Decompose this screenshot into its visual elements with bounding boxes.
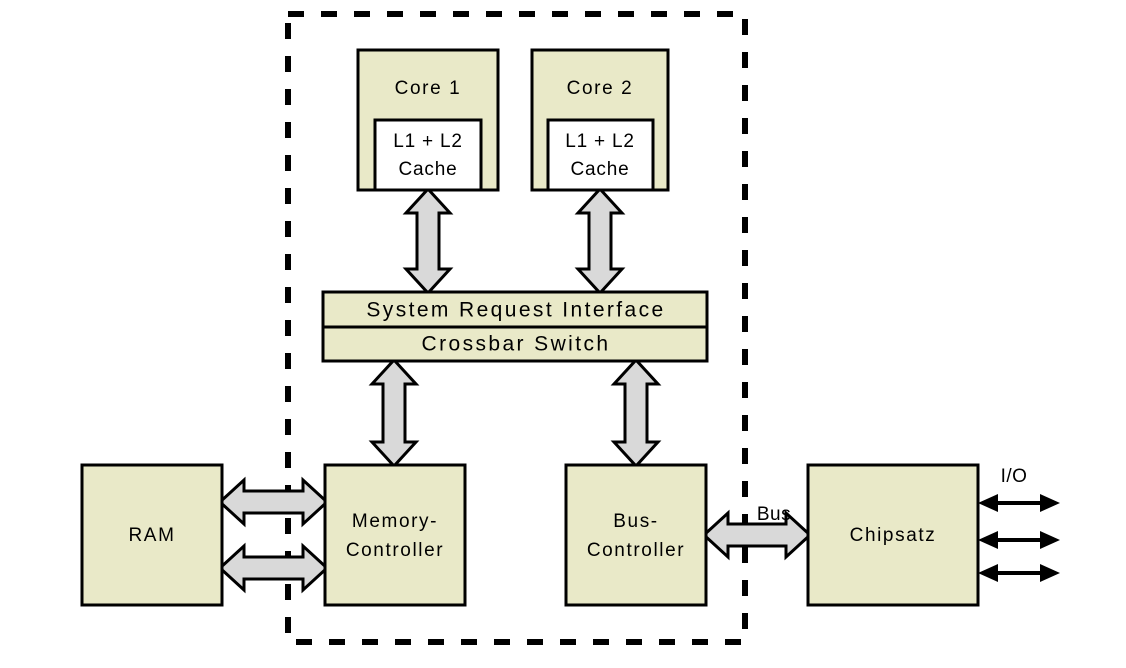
arrow-core1-to-sri xyxy=(402,186,454,296)
block-core2-cache-label-line1: L1 + L2 xyxy=(565,131,635,152)
block-core1-cache-label-line1: L1 + L2 xyxy=(393,131,463,152)
block-core2-cache xyxy=(546,118,655,192)
block-ram xyxy=(80,463,224,607)
block-memory-controller xyxy=(323,463,467,607)
arrow-crossbar-to-bus-controller xyxy=(610,357,662,469)
connector-label-bus: Bus xyxy=(757,504,791,525)
block-chipsatz-label: Chipsatz xyxy=(850,525,937,546)
arrow-crossbar-to-memory-controller xyxy=(368,357,420,469)
block-core1-label: Core 1 xyxy=(395,78,462,99)
arrow-chipsatz-io-2 xyxy=(978,531,1060,549)
block-bus-controller-label-line1: Bus- xyxy=(613,511,658,532)
block-core1-cache xyxy=(373,118,483,192)
block-bus-controller-label-line2: Controller xyxy=(587,540,685,561)
block-core2-cache-label-line2: Cache xyxy=(571,159,630,180)
block-memory-controller-label-line2: Controller xyxy=(346,540,444,561)
block-core1-cache-label-line2: Cache xyxy=(399,159,458,180)
block-system-request-interface-label: System Request Interface xyxy=(366,299,665,322)
block-ram-label: RAM xyxy=(128,525,175,546)
cpu-die-boundary xyxy=(285,11,748,645)
arrow-chipsatz-io-1 xyxy=(978,494,1060,512)
block-core2-label: Core 2 xyxy=(567,78,634,99)
block-crossbar-switch xyxy=(321,325,709,363)
arrow-ram-to-memory-controller-lower xyxy=(217,542,330,594)
arrow-ram-to-memory-controller-upper xyxy=(217,476,330,528)
block-bus-controller xyxy=(564,463,708,607)
arrow-core2-to-sri xyxy=(574,186,626,296)
block-chipsatz xyxy=(806,463,980,607)
arrow-chipsatz-io-3 xyxy=(978,564,1060,582)
block-memory-controller-label-line1: Memory- xyxy=(352,511,438,532)
block-crossbar-switch-label: Crossbar Switch xyxy=(422,333,611,356)
connector-label-io: I/O xyxy=(1001,466,1028,487)
